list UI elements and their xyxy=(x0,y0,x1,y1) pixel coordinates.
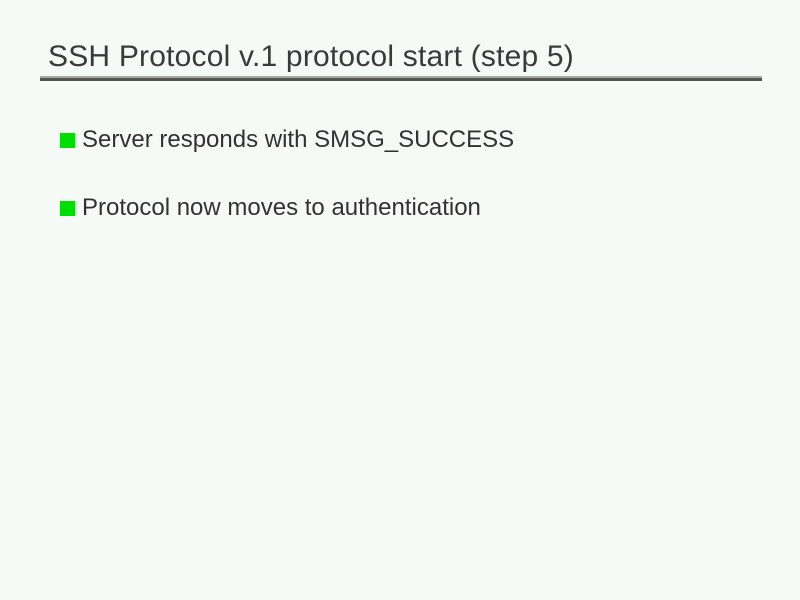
bullet-text: Server responds with SMSG_SUCCESS xyxy=(82,126,515,153)
bullet-item-protocol-moves: Protocol now moves to authentication xyxy=(60,194,481,222)
title-underline-rule xyxy=(40,76,762,81)
title-underline-rule-light xyxy=(40,76,762,78)
green-square-bullet-icon xyxy=(60,133,75,148)
green-square-bullet-icon xyxy=(60,201,75,216)
slide-title: SSH Protocol v.1 protocol start (step 5) xyxy=(48,40,574,73)
bullet-item-server-responds: Server responds with SMSG_SUCCESS xyxy=(60,126,514,154)
title-underline-rule-dark xyxy=(40,78,762,81)
bullet-text: Protocol now moves to authentication xyxy=(82,194,481,221)
